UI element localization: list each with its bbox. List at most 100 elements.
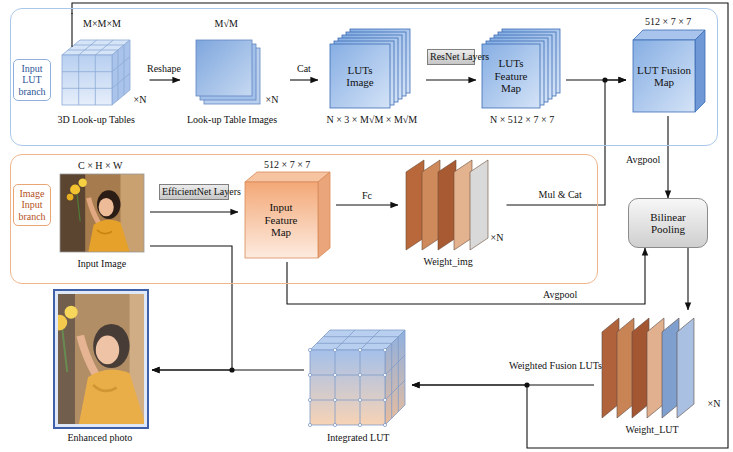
lut-cube-drawing — [124, 45, 125, 95]
node-text: N × 3 × M√M × M√M — [327, 114, 418, 126]
node-text: Input Image — [78, 258, 127, 270]
weight-drawing — [406, 160, 424, 250]
connector — [507, 80, 627, 205]
node-text: M×M×M — [83, 18, 121, 30]
node-text: ×N — [708, 398, 721, 410]
lut-cube-drawing — [308, 330, 405, 427]
weight-drawing — [438, 160, 456, 250]
weight-drawing — [647, 318, 664, 418]
connector — [290, 79, 318, 80]
branch-band: Image Input branchC × H × WInput Image51… — [10, 154, 598, 284]
node-text: Weight_LUT — [626, 424, 679, 436]
lut-cube-drawing — [310, 375, 385, 376]
block-drawing — [245, 182, 318, 258]
lut-cube-drawing — [62, 88, 112, 89]
lut-cube-drawing — [118, 50, 119, 100]
branch-band: Input LUT branchM×M×M×N3D Look-up Tables… — [10, 8, 718, 146]
connector — [150, 79, 181, 80]
block-drawing — [318, 172, 330, 258]
block-drawing — [695, 30, 705, 112]
lut-cube-drawing — [68, 50, 118, 51]
weight-drawing — [470, 160, 488, 250]
connector — [667, 116, 668, 198]
weight-drawing — [602, 318, 694, 418]
lut-cube-drawing — [333, 423, 336, 426]
node-text: ×N — [266, 94, 279, 106]
edge-label: Avgpool — [541, 289, 579, 301]
connector — [336, 204, 398, 205]
lut-cube-drawing — [78, 55, 79, 105]
stack-drawing — [330, 44, 390, 108]
photo-drawing — [60, 171, 144, 255]
lut-cube-drawing — [308, 398, 311, 401]
block-drawing — [245, 172, 330, 182]
edge-label: Cat — [295, 63, 313, 75]
lut-cube-drawing — [323, 336, 398, 337]
lut-cube-drawing — [360, 350, 361, 425]
edge-label: Avgpool — [624, 154, 662, 166]
feature-stack: LUTs Feature Map N × 512 × 7 × 7 — [476, 22, 566, 130]
feature-map: 512 × 7 × 7LUT Fusion Map — [626, 12, 712, 116]
lut-image-drawing — [196, 40, 260, 104]
edge-label: Reshape — [145, 63, 183, 75]
weight-stack: ×N Weight_LUT — [594, 310, 726, 440]
connector — [426, 79, 476, 80]
lut-cube-drawing — [308, 373, 311, 376]
lut-cube-drawing — [310, 350, 385, 425]
node-text: N × 512 × 7 × 7 — [490, 114, 554, 126]
weight-drawing — [617, 318, 634, 418]
lut-cube-drawing — [79, 40, 97, 55]
photo-drawing — [60, 174, 144, 252]
lut-cube: M×M×M×N3D Look-up Tables — [52, 14, 150, 130]
weight-drawing — [454, 160, 472, 250]
process-box: Bilinear Pooling — [628, 198, 708, 248]
lut-cube-drawing — [308, 348, 311, 351]
photo-drawing — [60, 171, 144, 255]
lut-cube-drawing — [360, 330, 380, 350]
lut-cube-drawing — [317, 343, 392, 344]
feature-stack: LUTs ImageN × 3 × M√M × M√M — [318, 22, 426, 130]
lut-cube-drawing — [335, 330, 355, 350]
connector — [72, 3, 728, 448]
photo-drawing — [54, 290, 148, 428]
lut-cube-drawing — [95, 40, 113, 55]
photo-drawing — [58, 294, 144, 424]
stack-drawing — [482, 44, 540, 108]
feature-map: 512 × 7 × 7 Input Feature Map — [238, 156, 336, 262]
lut-cube-drawing — [358, 348, 361, 351]
node-text: ×N — [491, 232, 504, 244]
connector — [687, 248, 688, 310]
lut-cube-drawing — [385, 355, 405, 375]
node-text: LUTs Feature Map — [485, 57, 537, 95]
node-text: 512 × 7 × 7 — [264, 159, 310, 171]
lut-image: M√M×NLook-up Table Images — [180, 14, 290, 130]
edge-label: Weighted Fusion LUTs — [507, 360, 573, 372]
connector — [150, 211, 238, 212]
node-text: Weight_img — [424, 256, 473, 268]
junction-dot — [229, 77, 607, 387]
node-text: Input Feature Map — [254, 201, 308, 239]
input-photo: C × H × W Input Image — [56, 157, 150, 274]
photo-drawing — [36, 290, 166, 428]
node-text: LUT Fusion Map — [636, 64, 692, 89]
lut-cube-drawing — [112, 73, 130, 88]
lut-cube: Integrated LUT — [304, 322, 412, 448]
lut-cube-drawing — [74, 45, 124, 46]
connector-group — [72, 3, 728, 448]
edge-label: Mul & Cat — [537, 189, 584, 201]
edge-label: EfficientNet Layers — [159, 184, 229, 200]
lut-cube-drawing — [308, 348, 386, 426]
lut-cube-drawing — [383, 348, 386, 351]
lut-cube-drawing — [385, 380, 405, 400]
weight-stack: Weight_img ×N — [398, 156, 507, 272]
node-text: Look-up Table Images — [187, 114, 277, 126]
wire — [71, 13, 72, 47]
lut-cube-drawing — [383, 423, 386, 426]
node-text: C × H × W — [78, 160, 122, 172]
lut-cube-drawing — [335, 350, 336, 425]
lut-cube-drawing — [358, 398, 361, 401]
weight-drawing — [422, 160, 440, 250]
node-text: Input LUT branch — [13, 59, 51, 102]
edge-label: Fc — [360, 190, 374, 202]
